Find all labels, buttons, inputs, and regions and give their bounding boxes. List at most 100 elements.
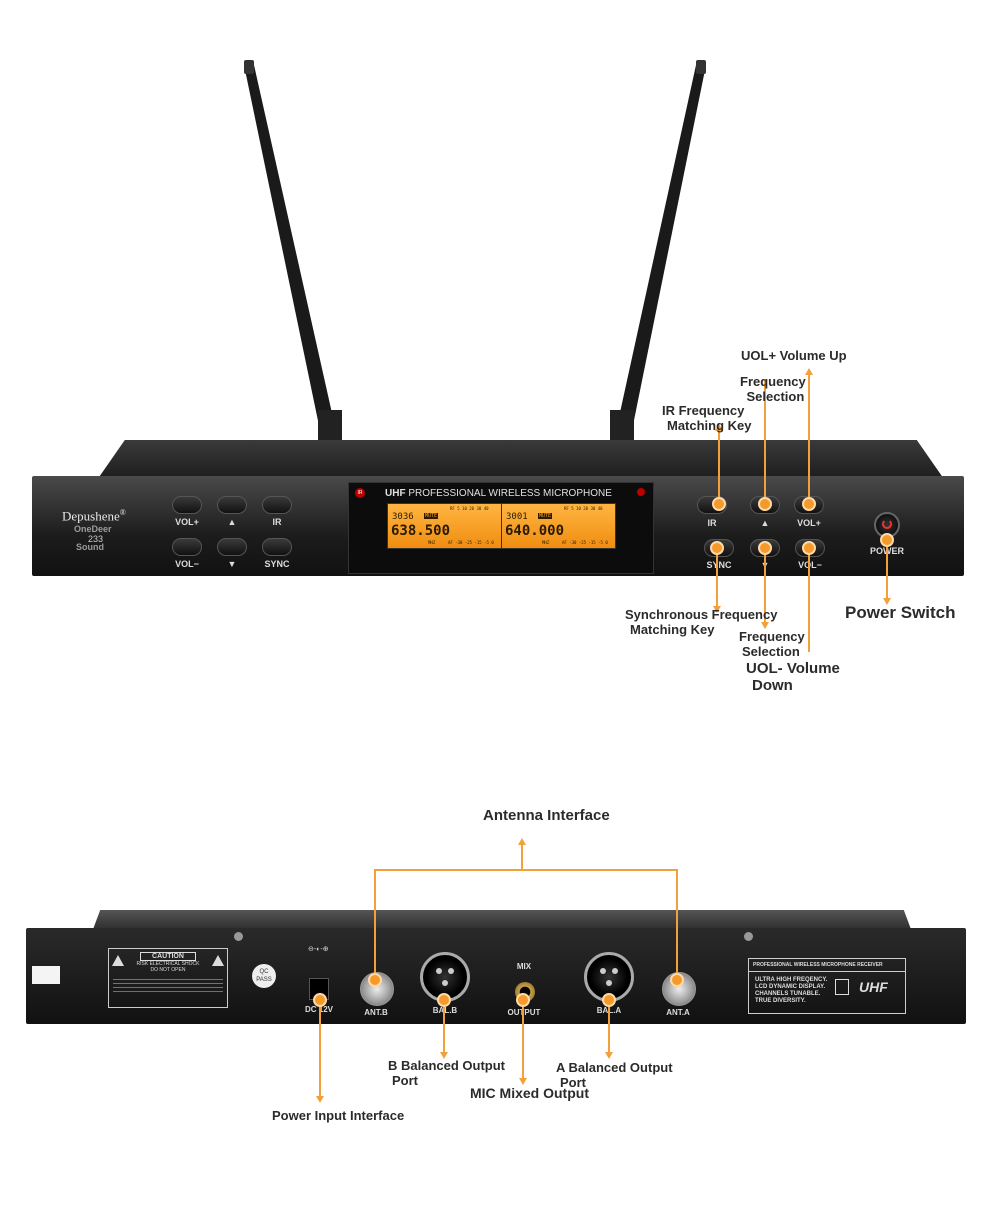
- leader-bal-a: [608, 1000, 610, 1054]
- rear-screw-left: [234, 932, 243, 941]
- label-ir-key-line1: IR Frequency: [662, 403, 745, 418]
- leader-ir-dot: [712, 497, 726, 511]
- rear-screw-right: [744, 932, 753, 941]
- dc-polarity-icon: ⊖-◐-⊕: [308, 946, 329, 953]
- label-power-switch: Power Switch: [845, 603, 956, 622]
- label-sync-key-line1: Synchronous Frequency: [625, 607, 778, 622]
- lcd-b-unit: MHZ: [542, 540, 550, 545]
- label-b-balanced-line2: Port: [392, 1073, 418, 1088]
- lcd-title-uhf: UHF: [385, 488, 406, 499]
- qc-pass-sticker: QC PASS: [252, 964, 276, 988]
- label-vol-down-line2: Down: [752, 677, 793, 694]
- watermark-line1: OneDeer: [74, 524, 112, 534]
- lcd-display-a: 3036 MUTE RF 5 10 20 30 40 638.500 MHZ A…: [387, 503, 502, 549]
- leader-power-dot: [880, 533, 894, 547]
- leader-freq-up: [764, 380, 766, 500]
- leader-vol-up: [808, 374, 810, 500]
- left-ir-button[interactable]: [262, 496, 292, 514]
- leader-sync: [716, 548, 718, 608]
- lcd-frame: IR UHF PROFESSIONAL WIRELESS MICROPHONE …: [348, 482, 654, 574]
- label-freq-select-up-line1: Frequency: [740, 374, 806, 389]
- label-b-balanced-line1: B Balanced Output: [388, 1058, 506, 1073]
- leader-vol-up-arrow: [805, 368, 813, 375]
- balanced-b-label: BAL.B: [420, 1006, 470, 1015]
- dc-label: DC 12V: [304, 1005, 333, 1014]
- leader-bal-b-dot: [437, 993, 451, 1007]
- leader-freq-down-arrow: [761, 622, 769, 629]
- chassis-top: [98, 440, 944, 478]
- label-vol-down: UOL- Volume Down: [746, 660, 840, 694]
- qc-pass-line2: PASS: [256, 977, 272, 983]
- antenna-a-connector[interactable]: [662, 972, 696, 1006]
- lcd-b-badge: MUTE: [538, 513, 553, 519]
- right-sync-label: SYNC: [706, 560, 732, 570]
- spec-line-3: CHANNELS TUNABLE.: [755, 991, 821, 997]
- leader-antenna-bar: [374, 869, 678, 871]
- leader-bal-b: [443, 1000, 445, 1054]
- right-vol-up-label: VOL+: [797, 518, 821, 528]
- ir-indicator-text: IR: [357, 490, 363, 496]
- left-vol-down-button[interactable]: [172, 538, 202, 556]
- leader-freq-up-dot: [758, 497, 772, 511]
- left-vol-up-button[interactable]: [172, 496, 202, 514]
- leader-antenna-stem: [521, 844, 523, 870]
- left-vol-up-label: VOL+: [175, 517, 199, 527]
- left-down-label: ▼: [227, 559, 237, 569]
- antenna-b-label: ANT.B: [364, 1008, 388, 1017]
- leader-vol-up-dot: [802, 497, 816, 511]
- right-ir-label: IR: [707, 518, 717, 528]
- leader-antenna-b-dot: [368, 973, 382, 987]
- caution-line2: DO NOT OPEN: [150, 967, 186, 973]
- label-b-balanced-output: B Balanced Output Port: [388, 1058, 505, 1088]
- label-power-input: Power Input Interface: [272, 1108, 405, 1123]
- left-vol-down-label: VOL−: [175, 559, 199, 569]
- watermark-line2: Sound: [76, 542, 104, 552]
- left-up-button[interactable]: [217, 496, 247, 514]
- lcd-display-b: 3001 MUTE RF 5 10 20 30 40 640.000 MHZ A…: [501, 503, 616, 549]
- label-vol-up: UOL+ Volume Up: [741, 348, 847, 363]
- spec-plate: PROFESSIONAL WIRELESS MICROPHONE RECEIVE…: [748, 958, 906, 1014]
- label-freq-select-up-line2: Selection: [746, 389, 805, 404]
- leader-vol-down-dot: [802, 541, 816, 555]
- left-down-button[interactable]: [217, 538, 247, 556]
- label-a-balanced-line1: A Balanced Output: [556, 1060, 673, 1075]
- left-up-label: ▲: [227, 517, 237, 527]
- right-up-label: ▲: [760, 518, 770, 528]
- leader-dc-arrow: [316, 1096, 324, 1103]
- left-antenna: [244, 60, 342, 444]
- leader-antenna-a-dot: [670, 973, 684, 987]
- lcd-b-scale-bottom: AF -30 -25 -15 -5 0: [562, 540, 608, 545]
- model-number: 233: [88, 534, 104, 544]
- mix-label: MIX: [516, 962, 532, 971]
- label-freq-select-up: Frequency Selection: [740, 374, 806, 404]
- label-a-balanced-output: A Balanced Output Port: [556, 1060, 673, 1090]
- caution-fineprint: [113, 979, 223, 995]
- label-a-balanced-line2: Port: [560, 1075, 586, 1090]
- lcd-b-freq: 640.000: [505, 523, 565, 539]
- spec-line-1: ULTRA HIGH FREQENCY.: [755, 977, 828, 983]
- recycle-bin-icon: [835, 979, 849, 995]
- caution-label: CAUTION RISK ELECTRICAL SHOCK DO NOT OPE…: [108, 948, 228, 1008]
- lcd-a-freq: 638.500: [391, 523, 451, 539]
- leader-bal-b-arrow: [440, 1052, 448, 1059]
- lcd-a-scale-bottom: AF -30 -25 -15 -5 0: [448, 540, 494, 545]
- left-ir-label: IR: [272, 517, 282, 527]
- leader-ir: [718, 430, 720, 500]
- label-ir-key: IR Frequency Matching Key: [662, 403, 752, 433]
- leader-power-arrow: [883, 598, 891, 605]
- left-sync-button[interactable]: [262, 538, 292, 556]
- rear-panel: CAUTION RISK ELECTRICAL SHOCK DO NOT OPE…: [26, 928, 966, 1024]
- rear-sticker: [32, 966, 60, 984]
- rear-chassis-top: [92, 910, 912, 932]
- brand-mark: ®: [119, 508, 126, 517]
- lcd-b-scale-top: RF 5 10 20 30 40: [564, 506, 603, 511]
- label-vol-down-line1: UOL- Volume: [746, 660, 840, 677]
- right-antenna: [610, 60, 706, 444]
- label-mic-mixed-output: MIC Mixed Output: [470, 1085, 589, 1101]
- label-antenna-interface: Antenna Interface: [483, 807, 610, 824]
- lcd-b-channel: 3001: [506, 512, 528, 522]
- qc-pass-line1: QC: [259, 969, 269, 975]
- lcd-a-badge: MUTE: [424, 513, 439, 519]
- leader-dc-dot: [313, 993, 327, 1007]
- front-panel: Depushene® OneDeer 233 Sound VOL+ ▲ IR V…: [32, 476, 964, 576]
